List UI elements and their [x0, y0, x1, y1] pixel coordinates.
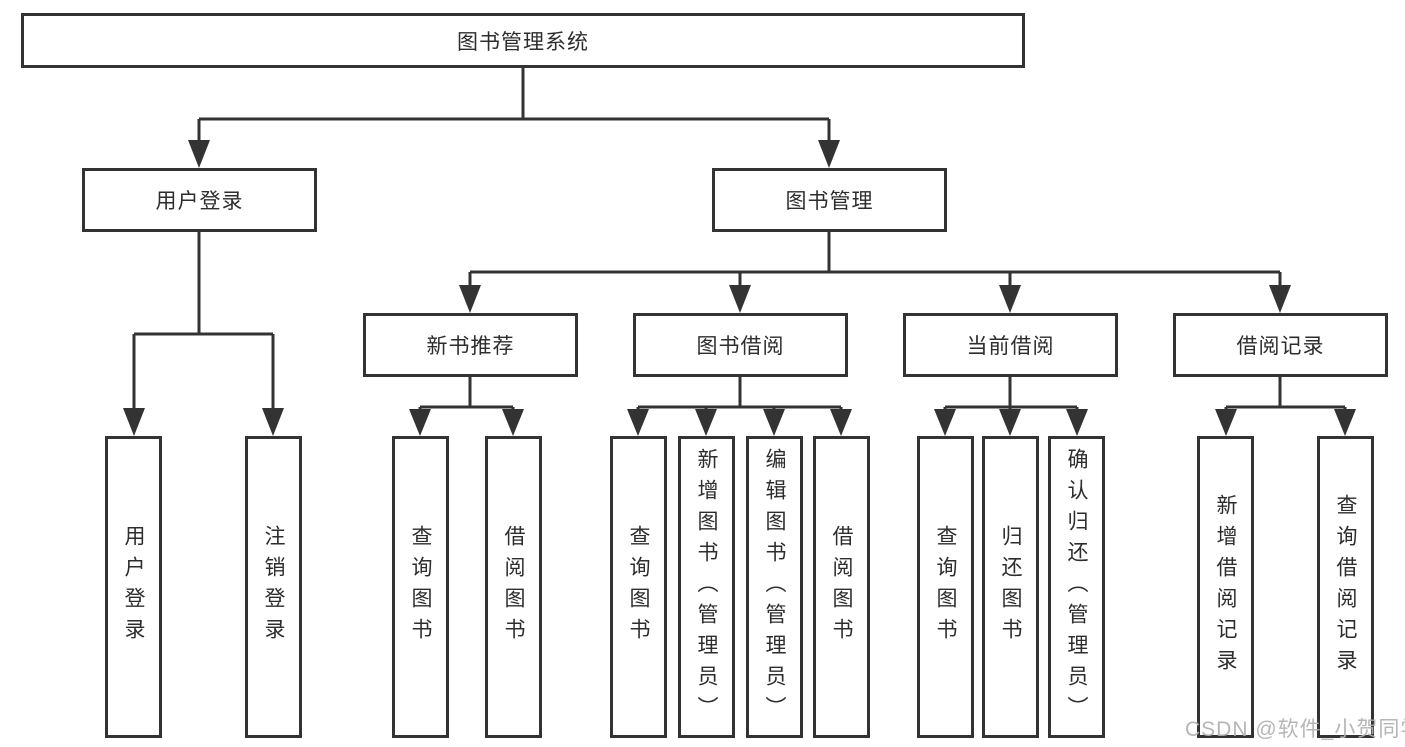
leaf-query-borrow-record: 查询借阅记录 — [1317, 436, 1374, 738]
connector-book-management-branch — [468, 231, 1282, 287]
node-label: 用户登录 — [155, 190, 244, 213]
node-label: 查询图书 — [627, 525, 650, 649]
node-label: 图书管理系统 — [457, 30, 589, 54]
node-label: 图书借阅 — [696, 335, 785, 358]
leaf-borrow-books-recommend: 借阅图书 — [485, 436, 542, 738]
node-label: 查询图书 — [409, 525, 432, 649]
node-label: 查询借阅记录 — [1334, 494, 1357, 680]
leaf-confirm-return-admin: 确认归还（管理员） — [1048, 436, 1105, 738]
leaf-edit-books-admin: 编辑图书（管理员） — [746, 436, 803, 738]
node-label: 查询图书 — [934, 525, 957, 649]
node-label: 新增借阅记录 — [1214, 494, 1237, 680]
node-label: 编辑图书（管理员） — [763, 447, 786, 727]
node-label: 新增图书（管理员） — [695, 447, 718, 727]
node-label: 归还图书 — [999, 525, 1022, 649]
leaf-query-books-recommend: 查询图书 — [392, 436, 449, 738]
node-label: 图书管理 — [785, 190, 874, 213]
leaf-borrow-books: 借阅图书 — [813, 436, 870, 738]
node-library-management-system: 图书管理系统 — [21, 13, 1025, 68]
node-label: 当前借阅 — [966, 335, 1055, 358]
node-label: 确认归还（管理员） — [1065, 447, 1088, 727]
csdn-watermark: CSDN @软件_小贺同学 — [1185, 718, 1405, 741]
leaf-add-books-admin: 新增图书（管理员） — [678, 436, 735, 738]
node-label: 新书推荐 — [426, 335, 515, 358]
connector-user-login-branch — [132, 231, 275, 410]
node-current-borrowing: 当前借阅 — [903, 313, 1118, 377]
arrowheads-level2 — [188, 140, 840, 168]
arrowheads-user-login-children — [123, 408, 284, 436]
leaf-query-books-current: 查询图书 — [917, 436, 974, 738]
leaf-add-borrow-record: 新增借阅记录 — [1197, 436, 1254, 738]
leaf-query-books-borrowing: 查询图书 — [610, 436, 667, 738]
node-new-book-recommendation: 新书推荐 — [363, 313, 578, 377]
leaf-logout: 注销登录 — [245, 436, 302, 738]
node-user-login: 用户登录 — [82, 168, 317, 232]
node-label: 用户登录 — [122, 525, 145, 649]
leaf-user-login: 用户登录 — [105, 436, 162, 738]
connector-level3-to-level4 — [418, 377, 1347, 411]
connector-root-to-level2 — [197, 68, 831, 142]
node-book-borrowing: 图书借阅 — [633, 313, 848, 377]
node-label: 借阅图书 — [830, 525, 853, 649]
leaf-return-books: 归还图书 — [982, 436, 1039, 738]
node-book-management: 图书管理 — [712, 168, 947, 232]
node-label: 借阅图书 — [502, 525, 525, 649]
arrowheads-level3 — [459, 285, 1291, 313]
node-borrowing-records: 借阅记录 — [1173, 313, 1388, 377]
arrowheads-level4 — [409, 409, 1356, 436]
node-label: 注销登录 — [262, 525, 285, 649]
node-label: 借阅记录 — [1236, 335, 1325, 358]
